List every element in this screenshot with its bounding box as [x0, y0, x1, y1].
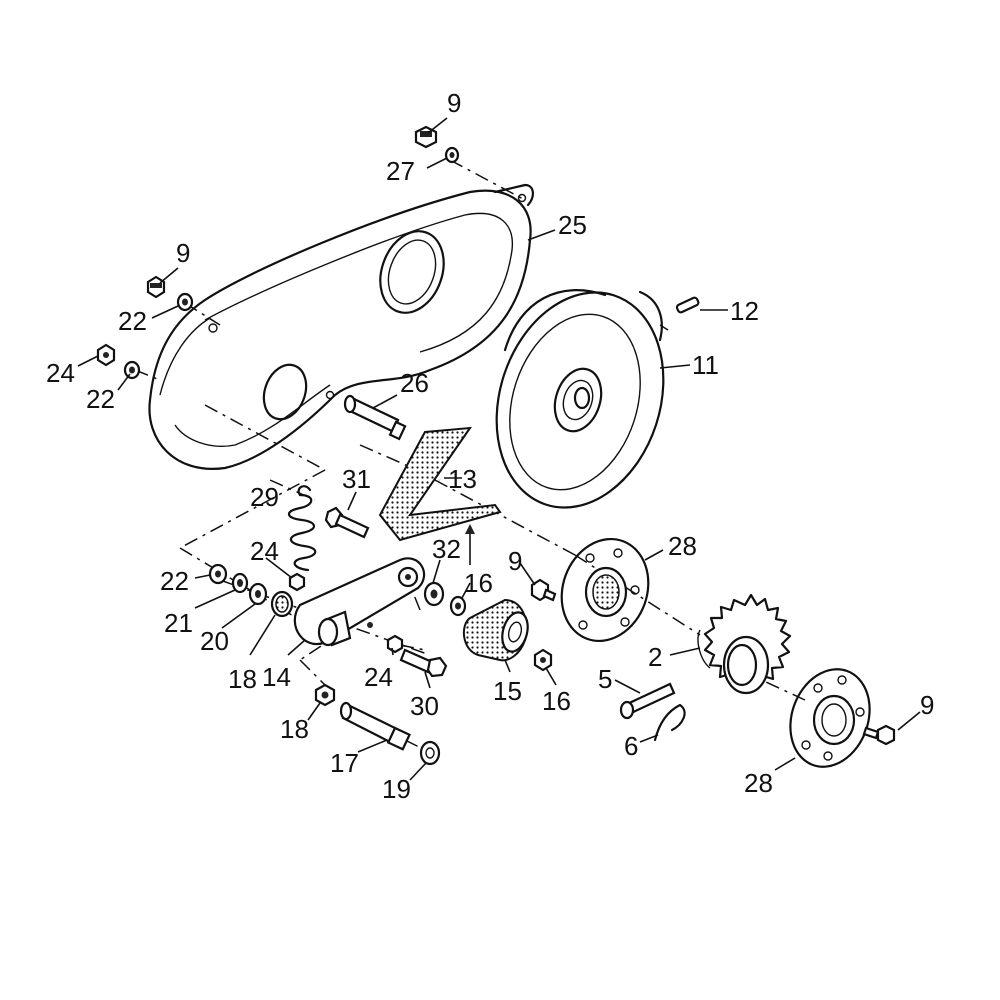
callout-28: 28 [668, 531, 697, 561]
callout-30: 30 [410, 691, 439, 721]
callout-2: 2 [648, 642, 662, 672]
shaft-17 [339, 701, 411, 751]
nut-24-lower [386, 634, 404, 654]
callout-27: 27 [386, 156, 415, 186]
callout-22: 22 [118, 306, 147, 336]
callout-9: 9 [447, 88, 461, 118]
callout-14: 14 [262, 662, 291, 692]
callout-21: 21 [164, 608, 193, 638]
nut-24-mid [288, 572, 306, 592]
callout-5: 5 [598, 664, 612, 694]
bushing-16-upper [449, 595, 467, 617]
callout-20: 20 [200, 626, 229, 656]
bushing-18-upper [270, 590, 294, 618]
spring-29 [287, 485, 317, 572]
washer-19 [419, 740, 441, 766]
callout-18: 18 [280, 714, 309, 744]
callout-9: 9 [920, 690, 934, 720]
callout-12: 12 [730, 296, 759, 326]
bolt-9-hub-upper [530, 578, 557, 602]
nut-24-left [96, 343, 116, 367]
callout-24: 24 [364, 662, 393, 692]
callout-16: 16 [542, 686, 571, 716]
callout-24: 24 [250, 536, 279, 566]
callout-26: 26 [400, 368, 429, 398]
callout-13: 13 [448, 464, 477, 494]
callout-16: 16 [464, 568, 493, 598]
callout-24: 24 [46, 358, 75, 388]
callout-9: 9 [176, 238, 190, 268]
callout-22: 22 [86, 384, 115, 414]
bushing-18-lower [314, 683, 336, 707]
belt-13 [378, 426, 502, 542]
leader-lines [77, 117, 921, 781]
key-12 [675, 296, 700, 314]
bolt-9-left [146, 275, 166, 299]
bolt-31 [324, 506, 370, 539]
callout-32: 32 [432, 534, 461, 564]
callout-labels: 9 27 25 9 22 24 22 26 12 11 13 31 29 24 … [46, 88, 934, 804]
bolt-30 [399, 648, 448, 678]
washer-20 [248, 582, 268, 606]
bolt-9-top [414, 125, 438, 149]
roller-15 [462, 598, 529, 662]
bushing-16-lower [533, 648, 553, 672]
callout-22: 22 [160, 566, 189, 596]
clip-6 [653, 703, 686, 742]
sprocket-2 [697, 593, 792, 695]
callout-19: 19 [382, 774, 411, 804]
washer-32 [423, 581, 445, 607]
tensioner-arm-14 [293, 557, 426, 647]
pulley-11 [495, 289, 665, 509]
callout-9: 9 [508, 546, 522, 576]
washer-22-stack [208, 563, 228, 585]
callout-18: 18 [228, 664, 257, 694]
washer-22-upper [176, 292, 194, 312]
callout-25: 25 [558, 210, 587, 240]
callout-11: 11 [692, 350, 719, 380]
callout-17: 17 [330, 748, 359, 778]
callout-15: 15 [493, 676, 522, 706]
callout-31: 31 [342, 464, 371, 494]
hub-plate-28-lower [789, 668, 871, 768]
washer-21 [231, 572, 249, 594]
bolt-9-hub-lower [862, 724, 896, 746]
hub-plate-28-upper [560, 537, 650, 643]
washer-22-lower [123, 360, 141, 380]
callout-28: 28 [744, 768, 773, 798]
chain-case-cover [148, 183, 534, 470]
callout-6: 6 [624, 731, 638, 761]
pin-5 [619, 682, 676, 720]
callout-29: 29 [250, 482, 279, 512]
spacer-pin-26 [343, 394, 407, 441]
washer-27 [444, 146, 460, 164]
